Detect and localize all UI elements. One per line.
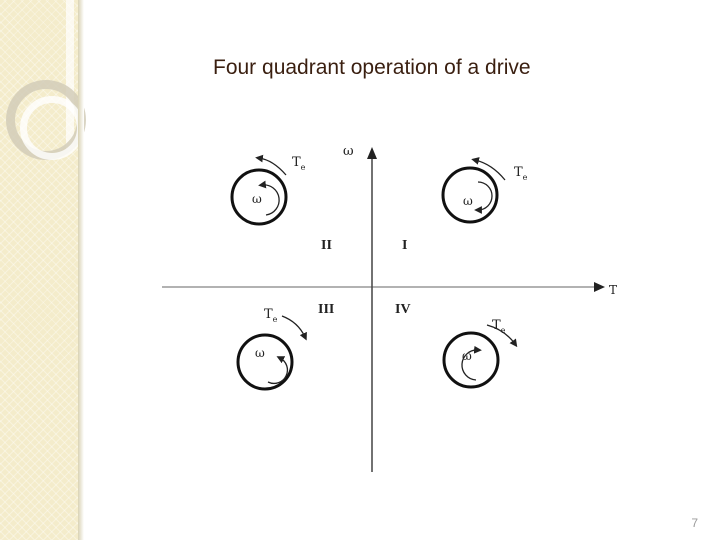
curved-arrow-icon [281, 315, 307, 341]
curved-arrow-icon [258, 180, 280, 216]
decorative-side-panel [0, 0, 86, 540]
speed-symbol: ω [255, 346, 265, 360]
curved-arrow-icon [474, 181, 493, 214]
quadrant-label-4: IV [395, 302, 411, 317]
quadrant-3-machine: ω Te [236, 307, 307, 391]
quadrant-label-1: I [402, 238, 407, 253]
speed-symbol: ω [252, 192, 262, 206]
y-axis-label: ω [343, 144, 354, 159]
quadrant-2-machine: ω Te [230, 154, 306, 226]
curved-arrow-icon [471, 157, 506, 181]
torque-label: Te [264, 307, 278, 324]
side-panel-edge [78, 0, 84, 540]
quadrant-4-machine: ω Te [442, 318, 518, 389]
x-axis-label: T [609, 283, 617, 297]
machine-circle-icon [442, 331, 500, 389]
quadrant-label-2: II [321, 238, 332, 253]
side-panel-bar [66, 0, 74, 150]
y-axis-arrowhead-icon [367, 147, 377, 159]
torque-label: Te [514, 165, 528, 182]
page-number: 7 [691, 516, 698, 530]
speed-symbol: ω [462, 349, 472, 363]
x-axis-arrowhead-icon [594, 282, 605, 292]
torque-label: Te [492, 318, 506, 335]
curved-arrow-icon [267, 356, 289, 385]
machine-circle-icon [230, 168, 288, 226]
torque-label: Te [292, 155, 306, 172]
speed-symbol: ω [463, 194, 473, 208]
machine-circle-icon [441, 166, 499, 224]
curved-arrow-icon [255, 154, 287, 176]
slide-title: Four quadrant operation of a drive [213, 56, 531, 79]
curved-arrow-icon [461, 345, 482, 381]
quadrant-1-machine: ω Te [441, 157, 528, 224]
quadrant-label-3: III [318, 302, 334, 317]
machine-circle-icon [236, 333, 294, 391]
curved-arrow-icon [486, 324, 518, 348]
